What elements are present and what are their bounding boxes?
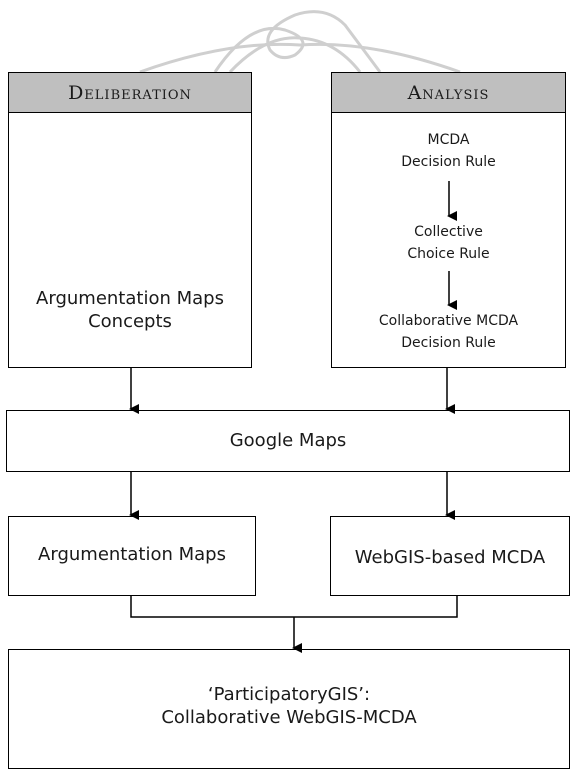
google-maps-label: Google Maps [229,430,347,451]
deliberation-header-label: Deliberation [68,81,192,104]
participatory-gis-box [8,649,570,769]
webgis-mcda-label: WebGIS-based MCDA [354,547,546,568]
ribbon-knot-icon [139,10,461,74]
connector-merge [130,596,458,618]
argumentation-maps-label: Argumentation Maps [38,544,226,565]
webgis-mcda-box [330,516,570,596]
participatory-gis-label: ‘ParticipatoryGIS’: Collaborative WebGIS… [161,684,417,728]
analysis-header: Analysis [331,72,566,113]
analysis-step-mcda-decision-rule: MCDA Decision Rule [401,132,496,170]
google-maps-box [6,410,570,472]
argumentation-maps-concepts-label: Argumentation Maps Concepts [36,288,224,332]
analysis-box [331,112,566,368]
deliberation-box [8,112,252,368]
analysis-step-collective-choice-rule: Collective Choice Rule [407,224,490,262]
analysis-header-label: Analysis [407,81,490,104]
deliberation-header: Deliberation [8,72,252,113]
analysis-step-collaborative-mcda-decision-rule: Collaborative MCDA Decision Rule [378,313,519,351]
